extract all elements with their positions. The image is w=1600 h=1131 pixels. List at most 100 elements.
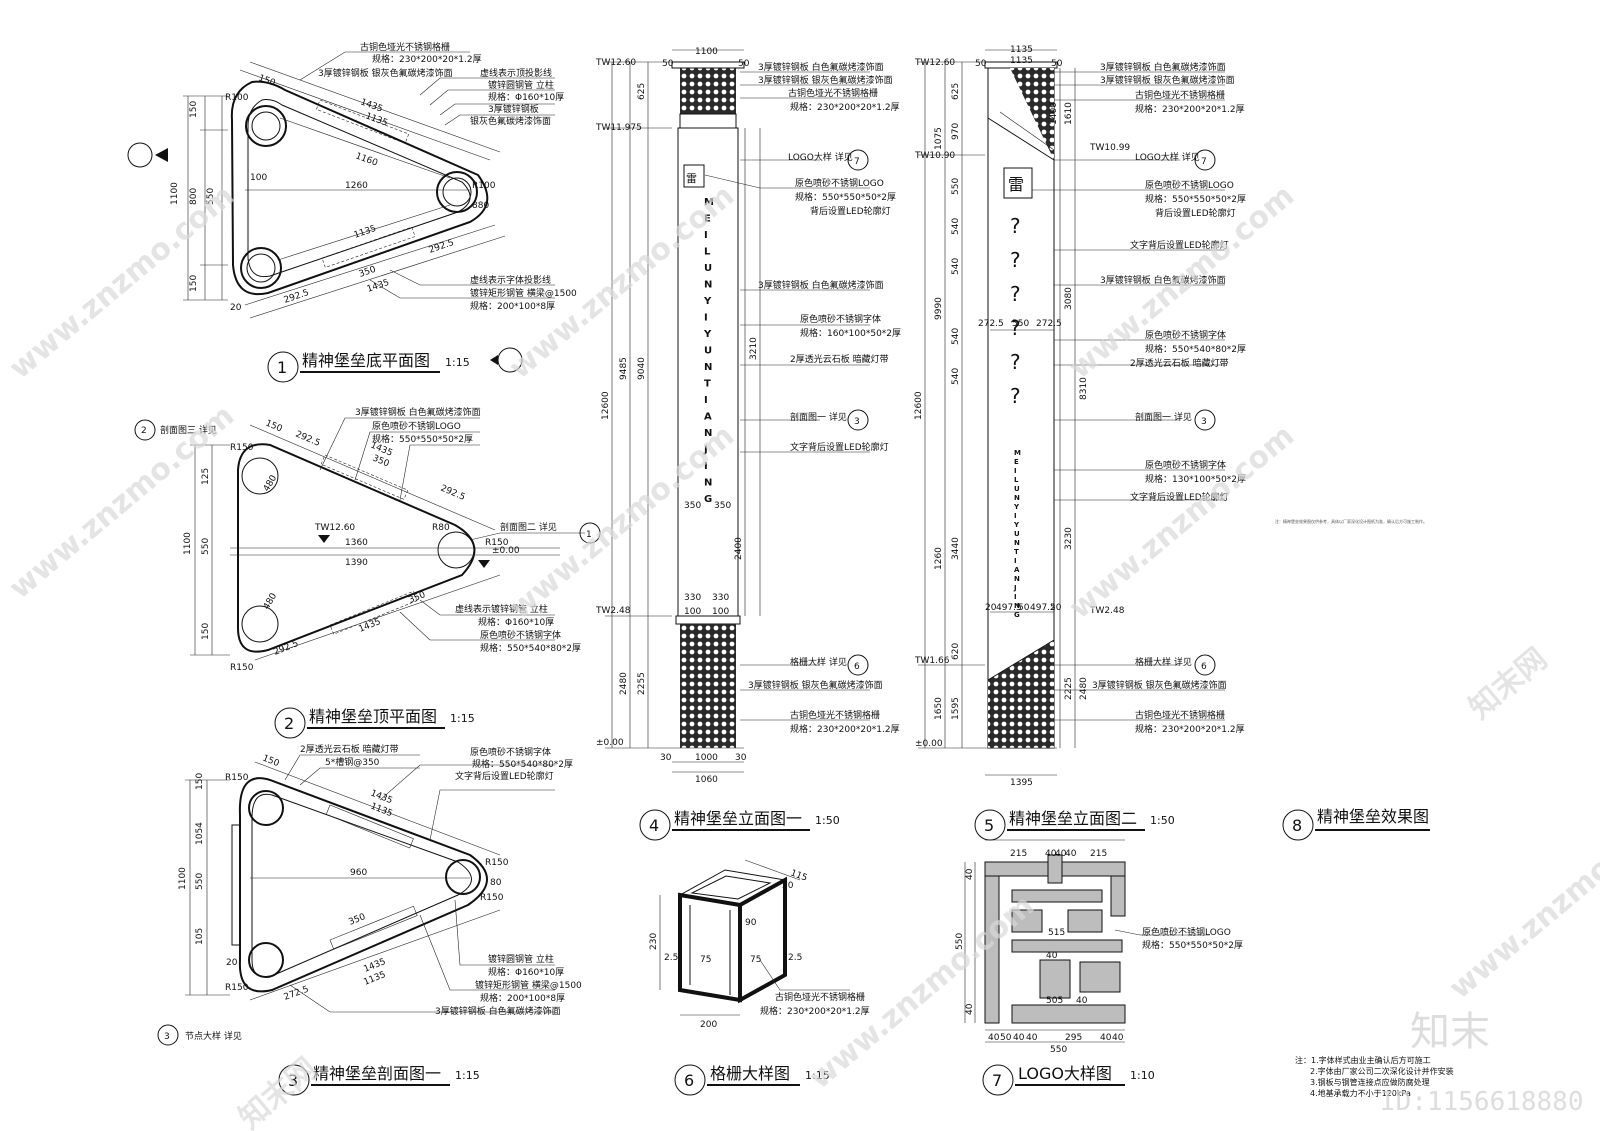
watermark-site-8: www.znzmo.com bbox=[1443, 798, 1600, 1006]
v4-level-3: ±0.00 bbox=[596, 738, 624, 748]
v7-side-2: 40 bbox=[965, 1003, 975, 1015]
v2-dim-14: R150 bbox=[230, 443, 254, 453]
v5-letter: T bbox=[1014, 548, 1019, 556]
v5-right-dim-6: 2225 bbox=[1064, 677, 1074, 700]
v5-letter: N bbox=[1014, 539, 1020, 547]
v3-dim-17: 80 bbox=[490, 878, 502, 888]
v5-top-dim-3: 50 bbox=[1051, 59, 1063, 69]
v7-top-3: 40 bbox=[1065, 849, 1077, 859]
v4-right-dim-0: 3210 bbox=[749, 337, 759, 360]
v8-tiny-note: 注：精神堡垒效果图仅供参考，具体以厂家深化设计图纸为准，确认后方可施工制作。 bbox=[1275, 518, 1427, 524]
v1-dim-4: 1260 bbox=[345, 181, 368, 191]
v5-note-11: 规格：550*540*80*2厚 bbox=[1145, 343, 1246, 355]
v1-note-6: 规格：Φ160*10厚 bbox=[488, 91, 564, 103]
v4-right-dim-4: 350 bbox=[684, 501, 701, 511]
v4-level-1: TW11.975 bbox=[595, 123, 642, 133]
v5-left-dim-2: 970 bbox=[951, 123, 961, 140]
v3-dim-7: 150 bbox=[195, 773, 205, 790]
v4-letter: G bbox=[704, 494, 712, 505]
v7-bottom-4: 295 bbox=[1065, 1033, 1082, 1043]
v2-note-4: 规格：550*550*50*2厚 bbox=[372, 433, 473, 445]
v5-note-1: 3厚镀锌钢板 银灰色氟碳烤漆饰面 bbox=[1100, 74, 1235, 86]
v3-note-9: 规格：200*100*8厚 bbox=[480, 992, 565, 1004]
v3-dim-3: 960 bbox=[350, 868, 367, 878]
v4-number: 4 bbox=[649, 816, 659, 835]
v5-letter: I bbox=[1014, 512, 1017, 520]
v5-note-5: 原色喷砂不锈钢LOGO bbox=[1145, 179, 1234, 191]
v4-note-5: 原色喷砂不锈钢LOGO bbox=[795, 177, 884, 189]
v2-dim-7: 1100 bbox=[183, 532, 193, 555]
v5-level-3: TW2.48 bbox=[1089, 606, 1125, 616]
v2-dim-5: 1360 bbox=[345, 538, 368, 548]
column-right bbox=[436, 171, 478, 213]
v5-level-2: TW10.99 bbox=[1089, 143, 1130, 153]
v4-callout-6: 6 bbox=[854, 662, 860, 672]
v7-inner-0: 515 bbox=[1048, 928, 1065, 938]
v7-bottom-2: 40 bbox=[1013, 1033, 1025, 1043]
v1-dim-14: 1135 bbox=[353, 224, 378, 241]
v5-question-glyphs: ?????? bbox=[1010, 214, 1021, 408]
v3-dim-18: 20 bbox=[226, 958, 238, 968]
v5-scale: 1:50 bbox=[1150, 814, 1175, 827]
view3-section: 2厚透光云石板 暗藏灯带 5*槽钢@350 原色喷砂不锈钢字体 规格：550*5… bbox=[157, 743, 582, 1096]
v7-scale: 1:10 bbox=[1130, 1069, 1155, 1082]
v7-top-1: 40 bbox=[1045, 849, 1057, 859]
v5-left-dim-4: 540 bbox=[951, 218, 961, 235]
v4-right-dim-5: 350 bbox=[714, 501, 731, 511]
v5-number: 5 bbox=[984, 816, 994, 835]
v2-level: TW12.60 bbox=[314, 523, 355, 533]
v2-note-1: 剖面图三 详见 bbox=[160, 424, 217, 436]
v5-mid-dim-5: 50 bbox=[1018, 603, 1030, 613]
v5-left-dim-10: 1260 bbox=[934, 547, 944, 570]
v4-letter: T bbox=[704, 379, 711, 390]
view6-grille-detail: 115 20 90 230 2.5 75 75 2.5 200 古铜色垭光不锈钢… bbox=[649, 859, 870, 1096]
v5-level-5: ±0.00 bbox=[915, 739, 943, 749]
v4-letter: I bbox=[704, 230, 708, 241]
watermark-id: ID:1156618880 bbox=[1380, 1087, 1584, 1117]
v5-title: 精神堡垒立面图二 bbox=[1009, 809, 1137, 828]
v2-dim-19: 480 bbox=[262, 591, 279, 611]
v5-glyph-placeholder: ? bbox=[1010, 282, 1021, 306]
v5-note-10: 原色喷砂不锈钢字体 bbox=[1145, 329, 1226, 341]
v5-letter: A bbox=[1014, 566, 1020, 574]
v6-dim-4: 2.5 bbox=[664, 953, 678, 963]
v4-note-16: 古铜色垭光不锈钢格栅 bbox=[790, 709, 880, 721]
v1-dim-9: 150 bbox=[189, 275, 199, 292]
v5-note-6: 规格：550*550*50*2厚 bbox=[1145, 193, 1246, 205]
v4-note-7: 背后设置LED轮廓灯 bbox=[810, 205, 891, 217]
v2-note-6: 虚线表示镀锌钢管 立柱 bbox=[455, 603, 548, 615]
v4-scale: 1:50 bbox=[815, 814, 840, 827]
v5-mid-dim-1: 550 bbox=[1012, 319, 1029, 329]
v7-inner-1: 40 bbox=[1046, 951, 1058, 961]
v4-top-dim-0: 1100 bbox=[695, 47, 718, 57]
watermark-cn-1: 知末网 bbox=[233, 1051, 324, 1131]
v7-top-2: 40 bbox=[1055, 849, 1067, 859]
view2-top-plan: 2 剖面图三 详见 3厚镀锌钢板 白色氟碳烤漆饰面 原色喷砂不锈钢LOGO 规格… bbox=[134, 406, 601, 739]
v4-top-grille bbox=[680, 68, 736, 114]
v5-right-dim-4: 3230 bbox=[1064, 527, 1074, 550]
v4-letter: I bbox=[704, 313, 708, 324]
v1-dim-5: 1100 bbox=[170, 182, 180, 205]
v5-letter: J bbox=[1013, 584, 1017, 592]
v6-dim-7: 2.5 bbox=[788, 953, 802, 963]
v7-top-0: 215 bbox=[1010, 849, 1027, 859]
v7-side-0: 550 bbox=[955, 933, 965, 950]
v5-note-3: 规格：230*200*20*1.2厚 bbox=[1135, 103, 1245, 115]
v5-note-20: 规格：230*200*20*1.2厚 bbox=[1135, 723, 1245, 735]
v4-left-dim-5: 2255 bbox=[637, 672, 647, 695]
v2-dim-4: 292.5 bbox=[439, 484, 467, 503]
v5-callout-7: 7 bbox=[1201, 157, 1207, 167]
v6-number: 6 bbox=[684, 1071, 694, 1090]
v5-note-9: 3厚镀锌钢板 白色氟碳烤漆饰面 bbox=[1100, 274, 1226, 286]
v5-left-dim-1: 1075 bbox=[934, 127, 944, 150]
v4-bottom-dim-2: 30 bbox=[735, 753, 747, 763]
v5-letter: L bbox=[1014, 476, 1019, 484]
v7-bottom-0: 40 bbox=[988, 1033, 1000, 1043]
view7-logo-detail: 215 40 40 40 215 40 50 40 40 295 40 40 5… bbox=[955, 839, 1243, 1096]
v4-note-1: 3厚镀锌钢板 银灰色氟碳烤漆饰面 bbox=[758, 74, 893, 86]
v1-dim-7: 550 bbox=[206, 188, 216, 205]
v5-letter: I bbox=[1014, 467, 1017, 475]
v3-note-4: 规格：550*540*80*2厚 bbox=[472, 758, 573, 770]
